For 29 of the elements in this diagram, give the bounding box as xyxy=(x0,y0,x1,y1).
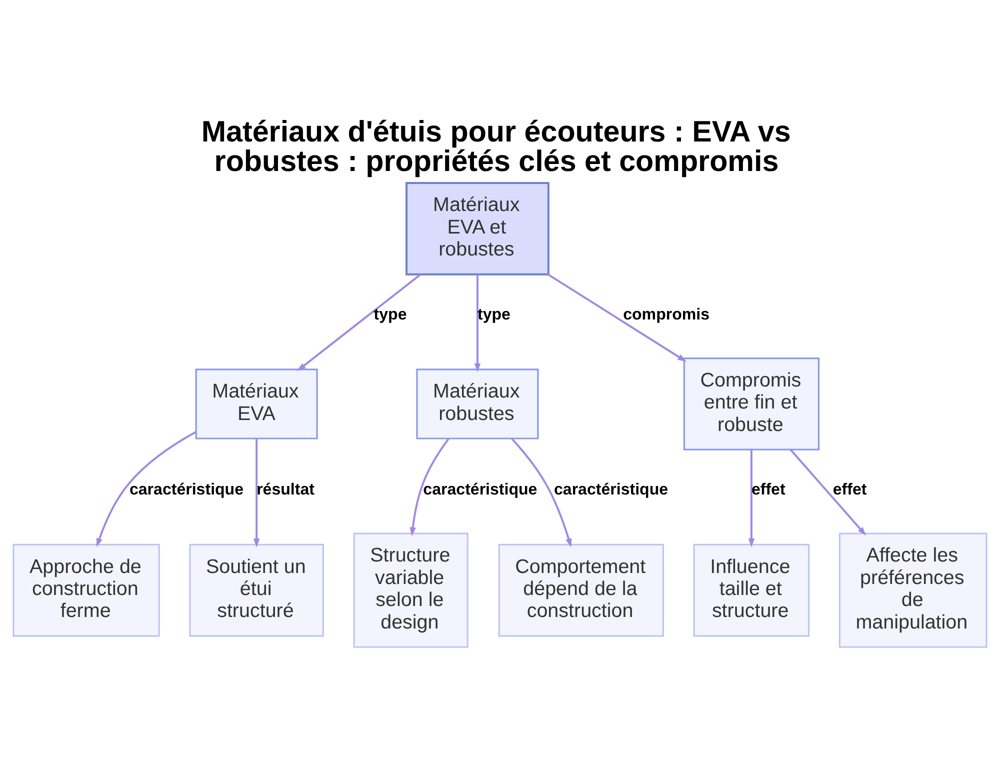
arrow xyxy=(474,274,481,372)
arrow xyxy=(748,450,755,548)
arrow xyxy=(790,449,866,536)
node-box: Approche de construction ferme xyxy=(12,544,160,637)
edge-label: compromis xyxy=(623,305,710,324)
node-box: Matériaux robustes xyxy=(416,368,539,440)
edge-label: type xyxy=(374,305,407,324)
edge-label: résultat xyxy=(256,480,314,499)
edge-label: effet xyxy=(832,480,867,499)
node-box: Matériaux EVA xyxy=(195,368,318,440)
edge-label: caractéristique xyxy=(554,480,668,499)
arrow xyxy=(548,274,686,362)
edge-label: caractéristique xyxy=(423,480,538,499)
arrow xyxy=(96,431,197,548)
node-box: Matériaux EVA et robustes xyxy=(406,182,550,276)
edge-label: type xyxy=(477,305,510,324)
arrow xyxy=(253,438,260,548)
edge-label: effet xyxy=(751,480,786,499)
node-box: Compromis entre fin et robuste xyxy=(683,357,820,450)
edge-label: caractéristique xyxy=(129,480,244,499)
arrow xyxy=(410,438,450,536)
arrow xyxy=(296,274,422,372)
node-box: Influence taille et structure xyxy=(693,544,810,637)
node-box: Soutient un étui structuré xyxy=(189,544,324,637)
node-box: Structure variable selon le design xyxy=(353,532,468,648)
node-box: Comportement dépend de la construction xyxy=(498,544,664,637)
diagram-title: Matériaux d'étuis pour écouteurs : EVA vs robustes : propriétés clés et compromis xyxy=(201,115,791,178)
node-box: Affecte les préférences de manipulation xyxy=(838,532,988,648)
arrow xyxy=(511,438,572,548)
